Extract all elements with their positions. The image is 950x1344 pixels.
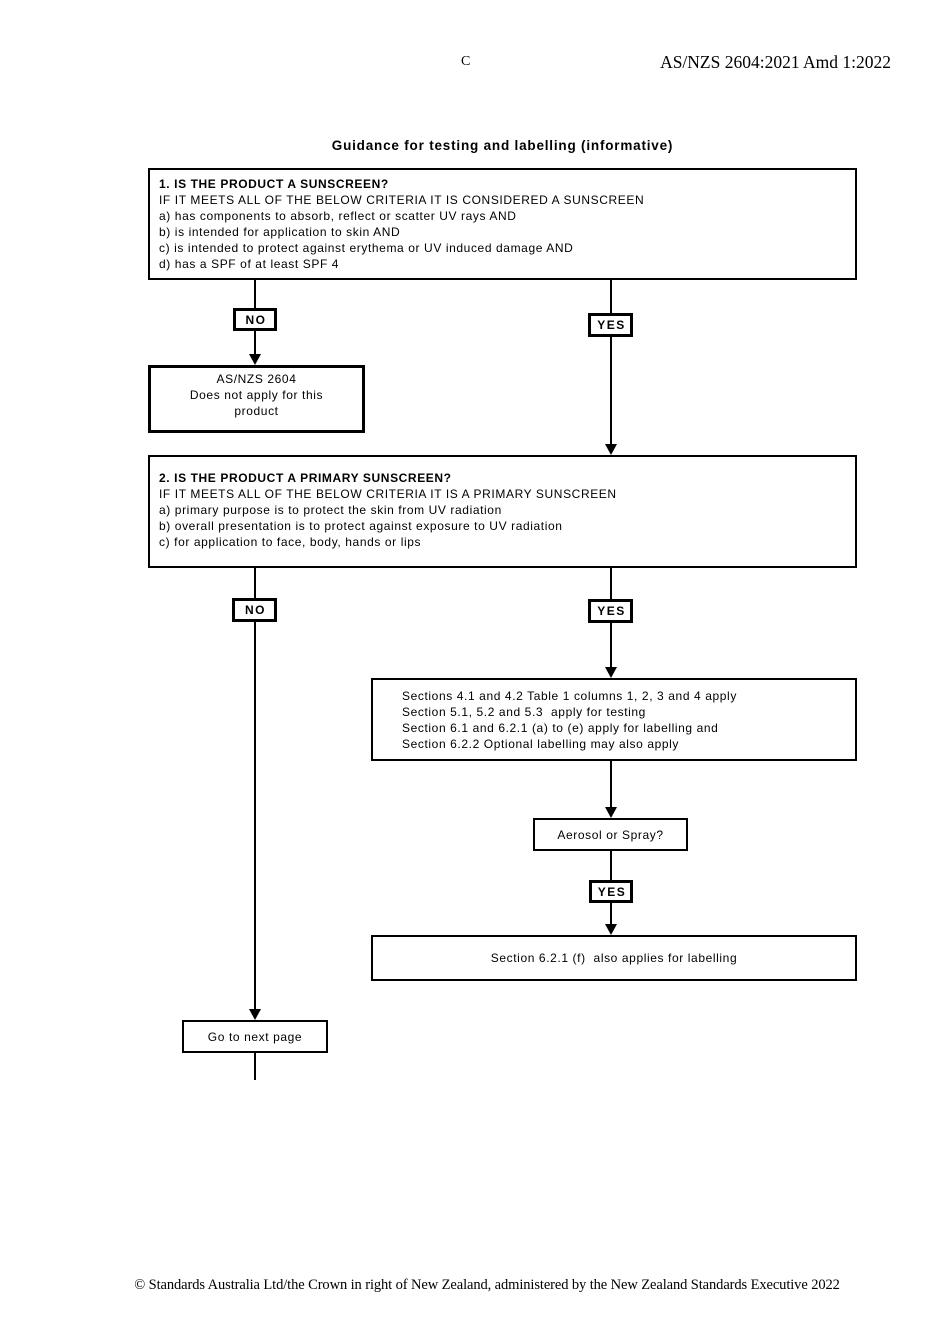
decision1-criterion-c: c) is intended to protect against erythe…: [159, 241, 574, 255]
yes-label-decision2: YES: [588, 599, 633, 623]
flow-connector: [610, 336, 612, 445]
result-box-not-apply: AS/NZS 2604 Does not apply for this prod…: [148, 365, 365, 433]
flow-arrowhead: [605, 667, 617, 678]
decision2-criterion-b: b) overall presentation is to protect ag…: [159, 519, 563, 533]
flow-arrowhead: [249, 1009, 261, 1020]
labelling-result-label: Section 6.2.1 (f) also applies for label…: [490, 951, 738, 965]
flow-connector: [254, 567, 256, 599]
sections-apply-box: Sections 4.1 and 4.2 Table 1 columns 1, …: [371, 678, 857, 761]
next-page-box: Go to next page: [182, 1020, 328, 1053]
no-label-decision1: NO: [233, 308, 277, 331]
decision1-criterion-a: a) has components to absorb, reflect or …: [159, 209, 517, 223]
header-doc-reference: AS/NZS 2604:2021 Amd 1:2022: [660, 52, 891, 72]
footer-copyright: © Standards Australia Ltd/the Crown in r…: [134, 1277, 840, 1293]
flow-connector: [610, 622, 612, 668]
flow-arrowhead: [249, 354, 261, 365]
labelling-result-box: Section 6.2.1 (f) also applies for label…: [371, 935, 857, 981]
decision2-intro: IF IT MEETS ALL OF THE BELOW CRITERIA IT…: [159, 487, 617, 501]
not-apply-line-3: product: [234, 404, 279, 418]
decision1-criterion-d: d) has a SPF of at least SPF 4: [159, 257, 340, 271]
header-page-letter: C: [461, 54, 471, 69]
yes-label-aerosol: YES: [589, 880, 633, 903]
flow-connector: [254, 280, 256, 309]
flow-arrowhead: [605, 924, 617, 935]
decision-box-is-sunscreen: 1. IS THE PRODUCT A SUNSCREEN? IF IT MEE…: [148, 168, 857, 280]
flow-connector: [254, 621, 256, 1010]
flow-connector: [610, 567, 612, 601]
sections-apply-line-3: Section 6.1 and 6.2.1 (a) to (e) apply f…: [402, 721, 719, 735]
flow-connector: [610, 902, 612, 925]
decision-box-is-primary-sunscreen: 2. IS THE PRODUCT A PRIMARY SUNSCREEN? I…: [148, 455, 857, 568]
decision1-heading: 1. IS THE PRODUCT A SUNSCREEN?: [159, 177, 389, 191]
not-apply-line-2: Does not apply for this: [189, 388, 324, 402]
aerosol-question-box: Aerosol or Spray?: [533, 818, 688, 851]
aerosol-question-label: Aerosol or Spray?: [557, 827, 664, 842]
decision1-intro: IF IT MEETS ALL OF THE BELOW CRITERIA IT…: [159, 193, 645, 207]
decision2-heading: 2. IS THE PRODUCT A PRIMARY SUNSCREEN?: [159, 471, 452, 485]
decision1-criterion-b: b) is intended for application to skin A…: [159, 225, 401, 239]
flow-connector: [610, 850, 612, 881]
decision2-criterion-c: c) for application to face, body, hands …: [159, 535, 422, 549]
flow-connector: [254, 330, 256, 355]
no-label-decision2: NO: [232, 598, 277, 622]
sections-apply-line-4: Section 6.2.2 Optional labelling may als…: [402, 737, 680, 751]
next-page-label: Go to next page: [207, 1029, 303, 1044]
decision2-criterion-a: a) primary purpose is to protect the ski…: [159, 503, 502, 517]
flow-connector: [610, 280, 612, 314]
flow-arrowhead: [605, 807, 617, 818]
sections-apply-line-1: Sections 4.1 and 4.2 Table 1 columns 1, …: [402, 689, 737, 703]
flow-arrowhead: [605, 444, 617, 455]
not-apply-line-1: AS/NZS 2604: [216, 372, 297, 386]
yes-label-decision1: YES: [588, 313, 633, 337]
flow-connector: [610, 760, 612, 808]
flow-connector: [254, 1052, 256, 1080]
sections-apply-line-2: Section 5.1, 5.2 and 5.3 apply for testi…: [402, 705, 646, 719]
figure-title: Guidance for testing and labelling (info…: [331, 138, 674, 153]
